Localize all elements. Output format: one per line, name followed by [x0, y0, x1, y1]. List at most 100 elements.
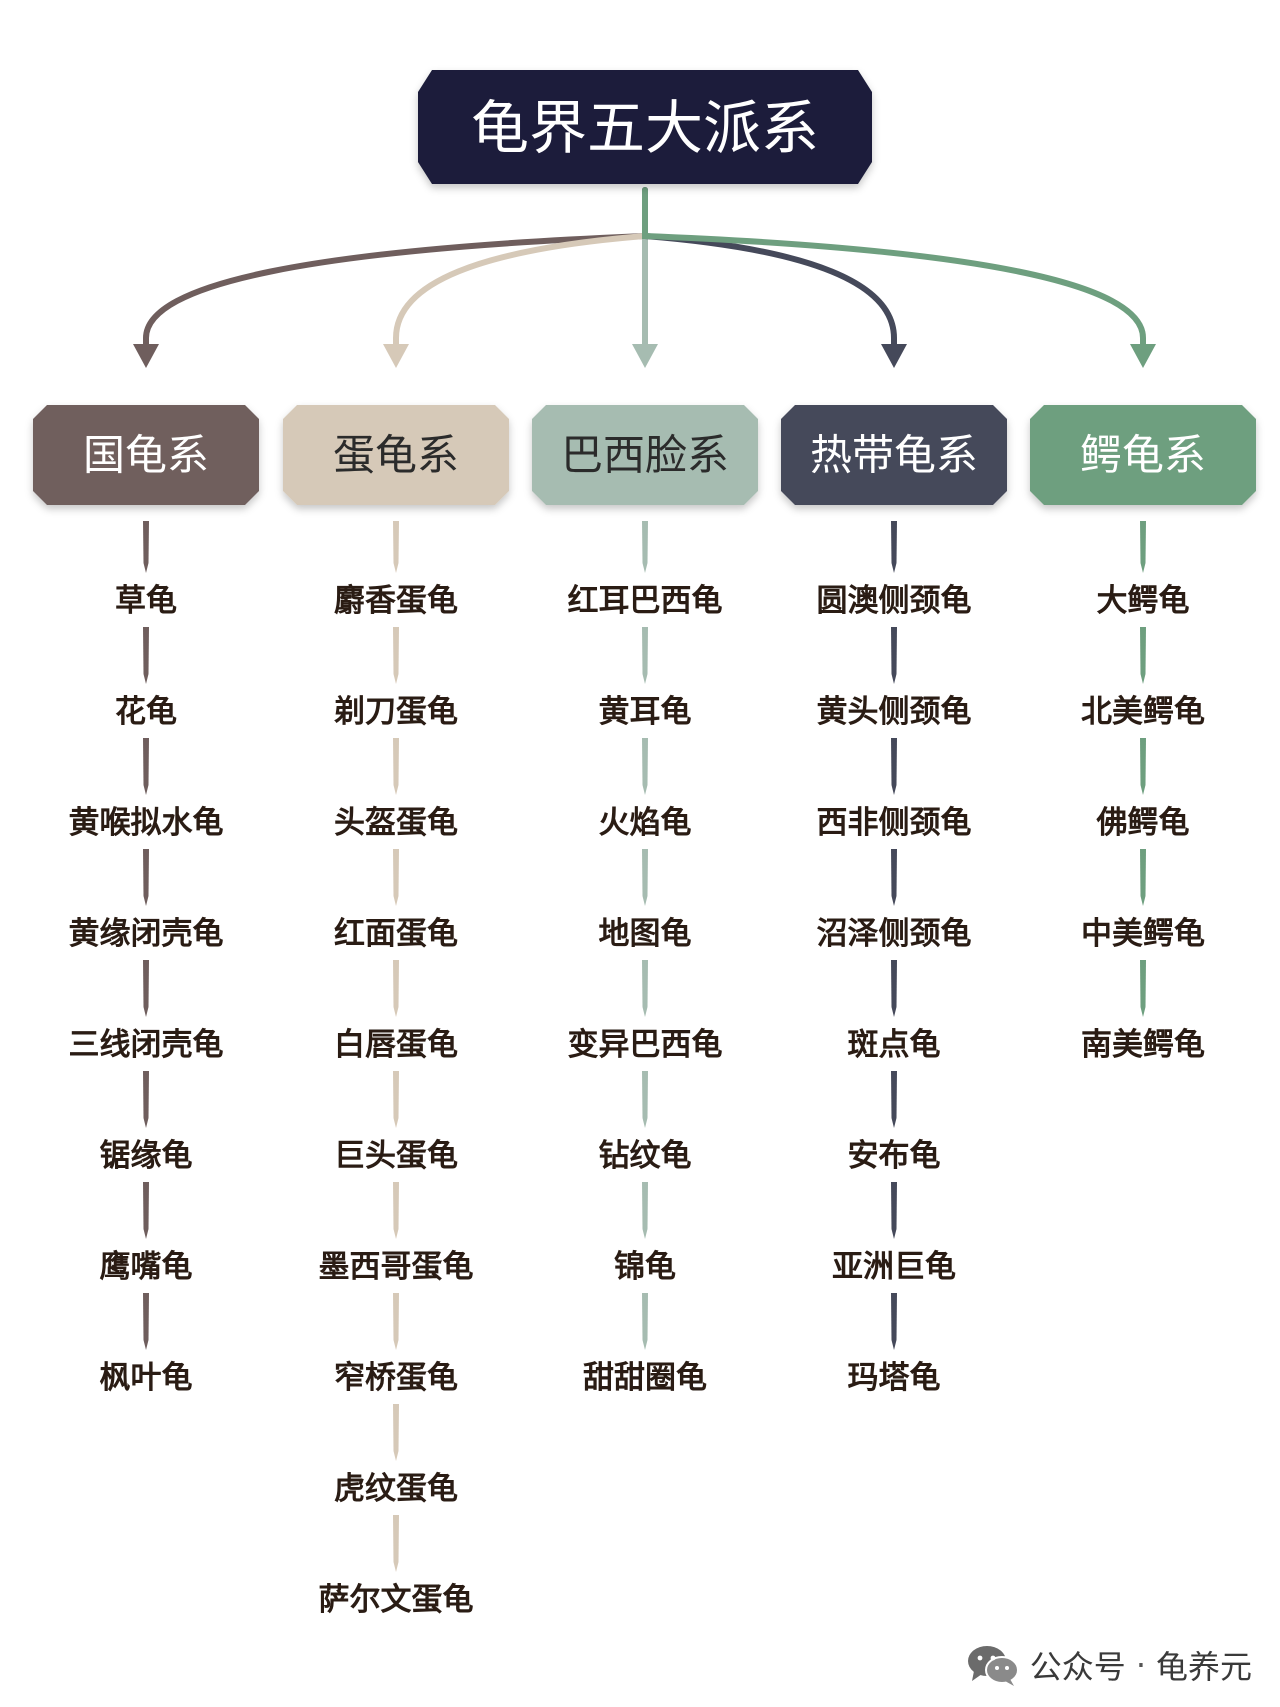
wechat-icon: [967, 1646, 1019, 1686]
branch-arrowhead: [632, 344, 658, 368]
category-label: 鳄龟系: [1080, 431, 1206, 480]
species-label: 红面蛋龟: [334, 916, 458, 952]
species-label: 北美鳄龟: [1081, 694, 1205, 730]
category-shape: [33, 405, 259, 505]
item-connector: [143, 738, 149, 795]
item-connector: [393, 1071, 399, 1128]
item-connector: [393, 627, 399, 684]
item-connector: [393, 1404, 399, 1461]
item-connector: [891, 960, 897, 1017]
watermark: 公众号 · 龟养元: [966, 1640, 1252, 1690]
item-connector: [143, 1071, 149, 1128]
category-node: 国龟系: [33, 405, 259, 505]
item-connector: [1140, 521, 1146, 573]
item-connector: [393, 521, 399, 573]
item-connector: [642, 521, 648, 573]
diagram-title: 龟界五大派系: [471, 94, 819, 162]
species-label: 西非侧颈龟: [817, 805, 972, 841]
title-shape: [418, 70, 872, 184]
species-label: 巨头蛋龟: [334, 1138, 458, 1174]
species-label: 亚洲巨龟: [832, 1249, 956, 1285]
species-label: 安布龟: [848, 1138, 941, 1174]
species-label: 黄缘闭壳龟: [69, 916, 224, 952]
species-label: 白唇蛋龟: [334, 1027, 458, 1063]
item-connector: [1140, 738, 1146, 795]
species-label: 红耳巴西龟: [568, 583, 723, 619]
branch-arrowhead: [881, 344, 907, 368]
species-label: 鹰嘴龟: [100, 1249, 193, 1285]
watermark-separator: ·: [1135, 1646, 1146, 1684]
species-label: 花龟: [115, 694, 177, 730]
item-connector: [642, 849, 648, 906]
item-connector: [393, 960, 399, 1017]
species-label: 圆澳侧颈龟: [817, 583, 972, 619]
item-connector: [891, 849, 897, 906]
item-connector: [143, 960, 149, 1017]
item-connector: [393, 1182, 399, 1239]
item-connector: [642, 627, 648, 684]
item-connector: [891, 1071, 897, 1128]
category-label: 国龟系: [83, 431, 209, 480]
species-label: 沼泽侧颈龟: [817, 916, 972, 952]
item-connector: [393, 1293, 399, 1350]
item-connector: [143, 1293, 149, 1350]
species-label: 萨尔文蛋龟: [319, 1582, 474, 1618]
item-connector: [891, 627, 897, 684]
item-connector: [143, 1182, 149, 1239]
species-label: 佛鳄龟: [1096, 805, 1190, 841]
branch-connector: [143, 187, 648, 359]
category-node: 热带龟系: [781, 405, 1007, 505]
category-node: 蛋龟系: [283, 405, 509, 505]
item-connector: [393, 738, 399, 795]
item-connector: [642, 738, 648, 795]
species-label: 头盔蛋龟: [334, 805, 458, 841]
item-connector: [143, 521, 149, 573]
species-label: 墨西哥蛋龟: [319, 1249, 474, 1285]
item-connector: [642, 1182, 648, 1239]
species-label: 黄耳龟: [599, 694, 692, 730]
species-label: 草龟: [115, 583, 177, 619]
item-connector: [143, 627, 149, 684]
branch-arrowhead: [1130, 344, 1156, 368]
title-node: 龟界五大派系: [418, 70, 872, 184]
category-node: 巴西脸系: [532, 405, 758, 505]
species-label: 甜甜圈龟: [583, 1360, 707, 1396]
species-label: 黄喉拟水龟: [69, 805, 224, 841]
category-shape: [283, 405, 509, 505]
category-label: 巴西脸系: [561, 431, 729, 480]
watermark-account: 龟养元: [1155, 1648, 1252, 1686]
species-label: 枫叶龟: [100, 1360, 193, 1396]
species-label: 地图龟: [599, 916, 692, 952]
branch-connector: [642, 187, 897, 359]
species-label: 麝香蛋龟: [334, 583, 458, 619]
category-shape: [781, 405, 1007, 505]
connector-layer: [133, 187, 1156, 1572]
species-label: 虎纹蛋龟: [334, 1471, 458, 1507]
species-label: 钻纹龟: [599, 1138, 692, 1174]
item-connector: [642, 1071, 648, 1128]
item-connector: [1140, 627, 1146, 684]
species-label: 锯缘龟: [100, 1138, 193, 1174]
item-connector: [393, 849, 399, 906]
item-connector: [891, 738, 897, 795]
species-label: 变异巴西龟: [568, 1027, 723, 1063]
species-label: 窄桥蛋龟: [334, 1360, 458, 1396]
category-shape: [1030, 405, 1256, 505]
branch-connector: [642, 187, 1146, 359]
item-connector: [1140, 849, 1146, 906]
species-label: 火焰龟: [599, 805, 692, 841]
item-connector: [891, 1182, 897, 1239]
species-label: 斑点龟: [848, 1027, 941, 1063]
species-label: 三线闭壳龟: [69, 1027, 224, 1063]
species-label: 中美鳄龟: [1081, 916, 1205, 952]
item-connector: [891, 521, 897, 573]
branch-arrowhead: [133, 344, 159, 368]
category-node: 鳄龟系: [1030, 405, 1256, 505]
category-shape: [532, 405, 758, 505]
species-label: 剃刀蛋龟: [334, 694, 458, 730]
species-label: 大鳄龟: [1097, 583, 1190, 619]
species-label: 玛塔龟: [848, 1360, 941, 1396]
branch-arrowhead: [383, 344, 409, 368]
